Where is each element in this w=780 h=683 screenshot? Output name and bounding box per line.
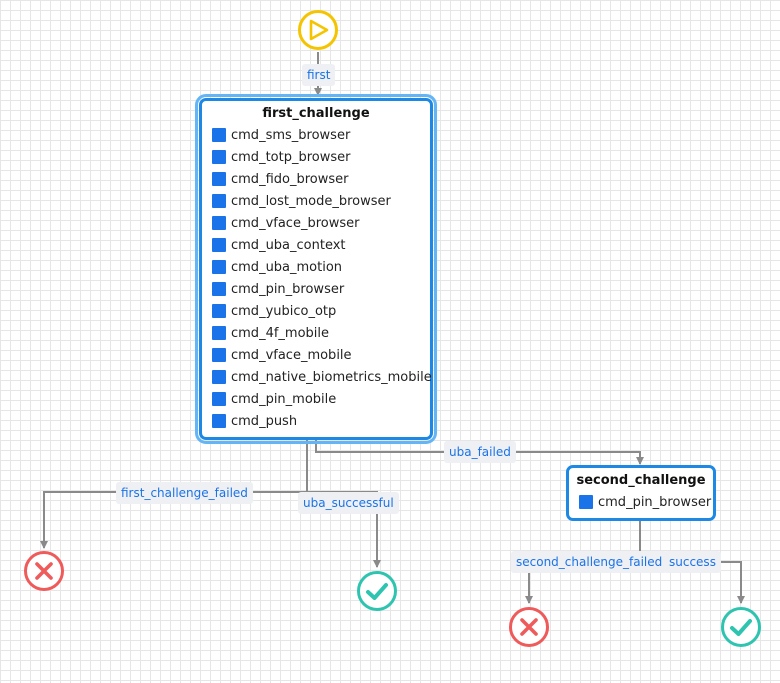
command-item[interactable]: cmd_4f_mobile <box>212 322 430 344</box>
command-label: cmd_pin_browser <box>598 494 712 510</box>
command-label: cmd_pin_browser <box>231 281 345 297</box>
command-item[interactable]: cmd_pin_mobile <box>212 388 430 410</box>
command-item[interactable]: cmd_vface_mobile <box>212 344 430 366</box>
failure-end-node[interactable] <box>24 551 64 591</box>
command-item[interactable]: cmd_pin_browser <box>579 491 713 513</box>
command-item[interactable]: cmd_push <box>212 410 430 432</box>
command-label: cmd_uba_context <box>231 237 346 253</box>
command-icon <box>212 194 226 208</box>
command-item[interactable]: cmd_pin_browser <box>212 278 430 300</box>
command-icon <box>212 348 226 362</box>
command-icon <box>212 216 226 230</box>
command-label: cmd_vface_mobile <box>231 347 352 363</box>
command-icon <box>212 326 226 340</box>
second-success-end-node[interactable] <box>721 607 761 647</box>
command-label: cmd_lost_mode_browser <box>231 193 391 209</box>
second-challenge-title: second_challenge <box>576 473 706 488</box>
close-icon <box>24 551 64 591</box>
command-icon <box>212 304 226 318</box>
command-icon <box>579 495 593 509</box>
command-icon <box>212 128 226 142</box>
command-icon <box>212 172 226 186</box>
first-challenge-command-list: cmd_sms_browser cmd_totp_browser cmd_fid… <box>202 124 432 432</box>
command-label: cmd_totp_browser <box>231 149 351 165</box>
command-icon <box>212 238 226 252</box>
command-item[interactable]: cmd_vface_browser <box>212 212 430 234</box>
check-icon <box>721 607 761 647</box>
start-node[interactable] <box>298 10 338 50</box>
command-item[interactable]: cmd_fido_browser <box>212 168 430 190</box>
second-failure-end-node[interactable] <box>509 607 549 647</box>
edge-label-first[interactable]: first <box>302 64 336 86</box>
command-icon <box>212 370 226 384</box>
edge-label-first-challenge-failed[interactable]: first_challenge_failed <box>116 482 253 504</box>
command-label: cmd_sms_browser <box>231 127 351 143</box>
edge-label-second-challenge-failed[interactable]: second_challenge_failed <box>511 551 668 573</box>
check-icon <box>357 571 397 611</box>
command-icon <box>212 282 226 296</box>
command-icon <box>212 260 226 274</box>
command-item[interactable]: cmd_totp_browser <box>212 146 430 168</box>
second-challenge-command-list: cmd_pin_browser <box>569 491 713 513</box>
command-label: cmd_pin_mobile <box>231 391 337 407</box>
edge-label-success[interactable]: success <box>664 551 721 573</box>
close-icon <box>509 607 549 647</box>
first-challenge-node[interactable]: first_challenge cmd_sms_browser cmd_totp… <box>195 94 437 444</box>
command-label: cmd_push <box>231 413 298 429</box>
command-icon <box>212 150 226 164</box>
command-label: cmd_vface_browser <box>231 215 360 231</box>
second-challenge-node[interactable]: second_challenge cmd_pin_browser <box>566 465 716 521</box>
command-label: cmd_fido_browser <box>231 171 349 187</box>
command-icon <box>212 414 226 428</box>
command-item[interactable]: cmd_sms_browser <box>212 124 430 146</box>
command-item[interactable]: cmd_uba_motion <box>212 256 430 278</box>
command-label: cmd_native_biometrics_mobile <box>231 369 432 385</box>
command-item[interactable]: cmd_native_biometrics_mobile <box>212 366 432 388</box>
first-challenge-title: first_challenge <box>262 106 370 121</box>
command-label: cmd_yubico_otp <box>231 303 337 319</box>
edge-label-uba-successful[interactable]: uba_successful <box>298 492 399 514</box>
success-end-node[interactable] <box>357 571 397 611</box>
edge-label-uba-failed[interactable]: uba_failed <box>444 441 516 463</box>
command-item[interactable]: cmd_lost_mode_browser <box>212 190 430 212</box>
command-icon <box>212 392 226 406</box>
command-item[interactable]: cmd_yubico_otp <box>212 300 430 322</box>
command-label: cmd_4f_mobile <box>231 325 330 341</box>
command-item[interactable]: cmd_uba_context <box>212 234 430 256</box>
play-icon <box>298 10 338 50</box>
command-label: cmd_uba_motion <box>231 259 343 275</box>
